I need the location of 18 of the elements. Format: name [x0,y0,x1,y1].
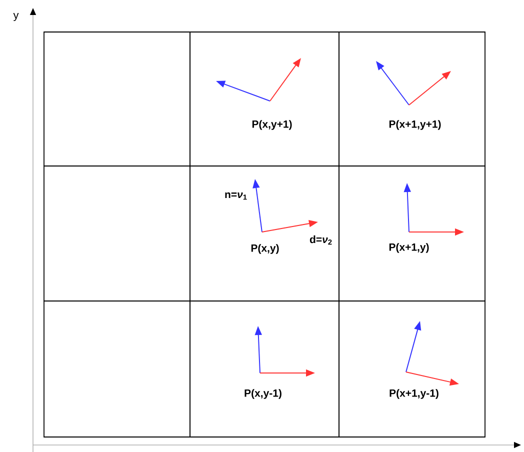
point-label: P(x,y-1) [244,389,282,399]
point-label: P(x+1,y) [389,243,429,253]
point-label: P(x,y+1) [252,120,292,130]
grid-cell [44,32,190,166]
axis-label: y [13,12,19,22]
grid-cell [44,300,190,438]
grid-cell [190,300,340,438]
grid-cell [190,32,340,166]
point-label: d=ν$_{2}$ [310,235,332,245]
point-label: P(x,y) [251,244,279,254]
point-label: n=ν$_{1}$ [225,192,247,200]
grid-cell [338,300,486,438]
grid-cell [338,32,486,166]
grid-cell [44,166,190,302]
grid-cell [338,166,486,302]
grid-cell [190,166,340,302]
point-label: P(x+1,y-1) [390,389,438,399]
point-label: P(x+1,y+1) [389,120,441,130]
